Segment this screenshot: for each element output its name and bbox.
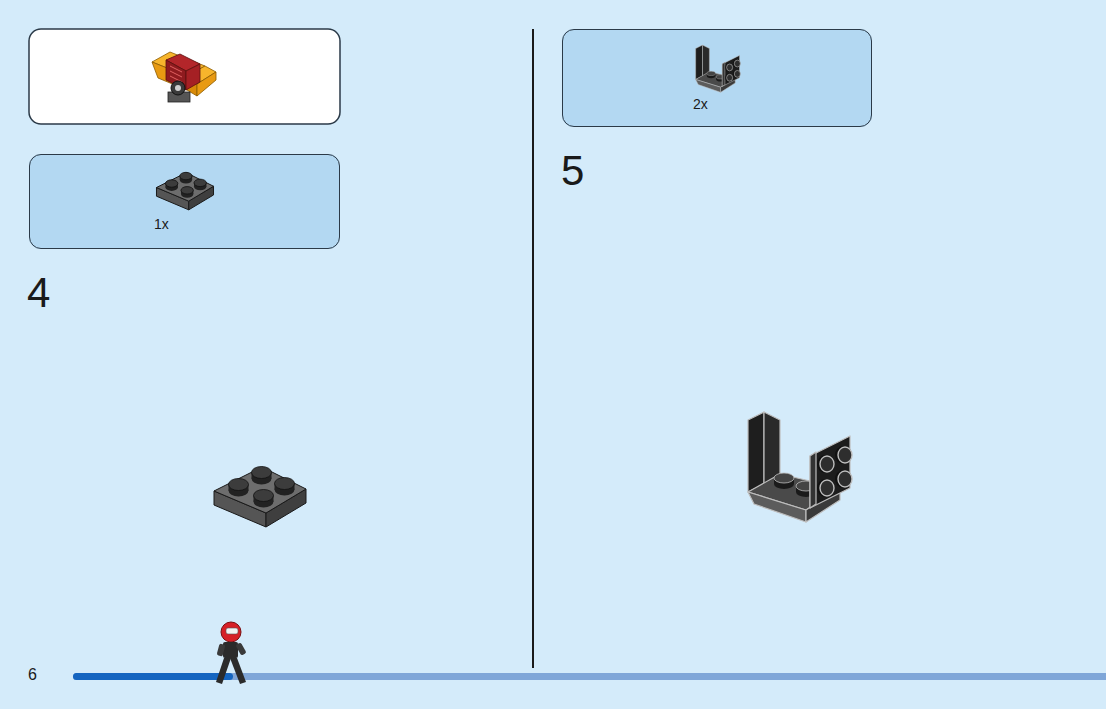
step-number: 4 (27, 272, 50, 314)
bracket-part (748, 412, 852, 522)
submodel-picture (152, 52, 216, 102)
step-number: 5 (561, 150, 584, 192)
part-quantity: 2x (693, 96, 708, 112)
bracket-part-callout (696, 45, 741, 92)
callout-fill (562, 29, 872, 127)
callout-fill (29, 154, 340, 249)
parts-callout: 2x (562, 29, 872, 127)
progress-fill (73, 673, 233, 680)
minifigure-marker (216, 622, 247, 684)
progress-bar (73, 673, 1106, 680)
page-number: 6 (28, 667, 37, 683)
page-divider (532, 29, 534, 668)
parts-callout: 1x (29, 154, 340, 249)
plate-2x2 (214, 467, 306, 528)
plate-2x2-part (156, 172, 213, 210)
part-quantity: 1x (154, 216, 169, 232)
submodel-frame (29, 29, 340, 124)
